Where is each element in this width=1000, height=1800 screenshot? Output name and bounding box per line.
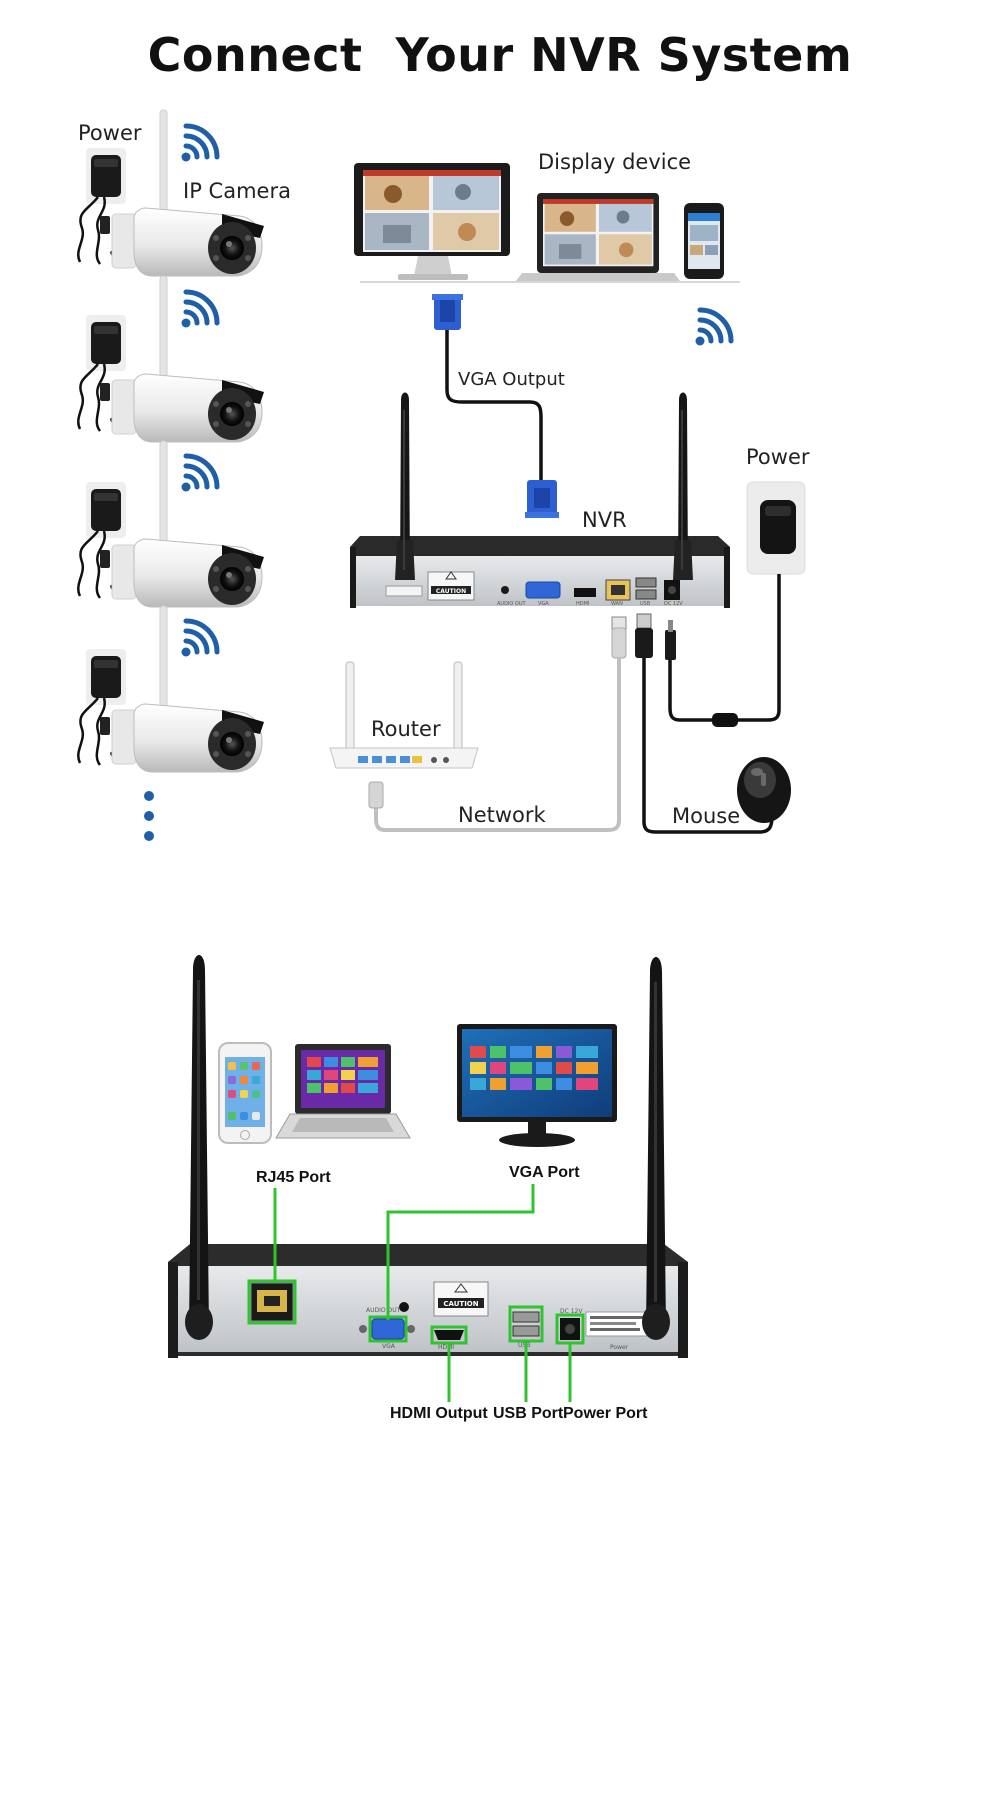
camera-unit-2	[77, 275, 265, 443]
router-icon	[329, 661, 479, 769]
svg-text:CAUTION: CAUTION	[436, 588, 466, 595]
wifi-icon	[182, 621, 218, 657]
vga-connector-icon	[432, 294, 463, 330]
power-label-right: Power	[746, 445, 810, 469]
monitor-icon	[354, 163, 510, 280]
ellipsis-icon	[144, 791, 154, 841]
caution-sticker: CAUTION	[433, 1281, 489, 1317]
mouse-icon	[737, 757, 791, 823]
camera-unit-3	[77, 440, 265, 608]
svg-text:VGA: VGA	[538, 601, 549, 607]
svg-text:AUDIO OUT: AUDIO OUT	[366, 1307, 401, 1314]
svg-text:HDMI: HDMI	[576, 601, 589, 607]
vga-connector-icon	[525, 480, 559, 518]
wifi-icon	[696, 310, 732, 346]
router-label: Router	[371, 717, 441, 741]
antenna-icon	[673, 392, 693, 580]
vga-cable	[432, 294, 559, 518]
smartphone-icon	[684, 203, 724, 279]
svg-text:DC 12V: DC 12V	[560, 1308, 583, 1315]
nvr-device: AUDIO OUT VGA CAUTION HDMI USB DC 12	[168, 1244, 688, 1358]
page-title: Connect Your NVR System	[147, 28, 853, 82]
laptop-icon	[516, 193, 680, 281]
wifi-icon	[182, 126, 218, 162]
mouse-cable	[635, 613, 774, 834]
svg-text:Power: Power	[610, 1344, 629, 1351]
antenna-icon	[642, 957, 670, 1340]
hdmi-output-label: HDMI Output	[390, 1405, 488, 1422]
rj45-port-label: RJ45 Port	[256, 1169, 331, 1186]
wifi-icon	[182, 292, 218, 328]
network-cable	[368, 616, 627, 832]
svg-text:WAN: WAN	[611, 601, 623, 607]
antenna-icon	[185, 955, 213, 1340]
smartphone-icon	[218, 1042, 272, 1144]
nvr-device: CAUTION AUDIO OUT VGA HDMI WAN USB	[350, 536, 730, 608]
power-label-left: Power	[78, 121, 142, 145]
svg-text:DC 12V: DC 12V	[664, 601, 683, 607]
svg-text:VGA: VGA	[382, 1343, 396, 1350]
wifi-icon	[182, 456, 218, 492]
nvr-label: NVR	[582, 508, 627, 532]
svg-text:AUDIO OUT: AUDIO OUT	[497, 601, 527, 607]
display-device-label: Display device	[538, 150, 691, 174]
svg-text:HDMI: HDMI	[438, 1344, 454, 1351]
monitor-icon	[457, 1024, 617, 1147]
ip-camera-label: IP Camera	[183, 179, 291, 203]
vga-port-label: VGA Port	[509, 1164, 580, 1181]
power-cable	[665, 574, 781, 727]
network-label: Network	[458, 803, 547, 827]
callout-lines	[247, 1184, 585, 1402]
power-adapter-icon	[746, 481, 806, 575]
laptop-icon	[275, 1044, 411, 1139]
power-port-label: Power Port	[563, 1405, 648, 1422]
svg-text:USB: USB	[640, 601, 651, 607]
caution-sticker: CAUTION	[427, 571, 475, 601]
camera-unit-4	[77, 605, 265, 773]
svg-text:USB: USB	[518, 1342, 530, 1349]
mouse-label: Mouse	[672, 804, 740, 828]
svg-text:CAUTION: CAUTION	[443, 1300, 478, 1308]
antenna-icon	[395, 392, 415, 580]
usb-port-label: USB Port	[493, 1405, 564, 1422]
vga-output-label: VGA Output	[458, 369, 565, 390]
